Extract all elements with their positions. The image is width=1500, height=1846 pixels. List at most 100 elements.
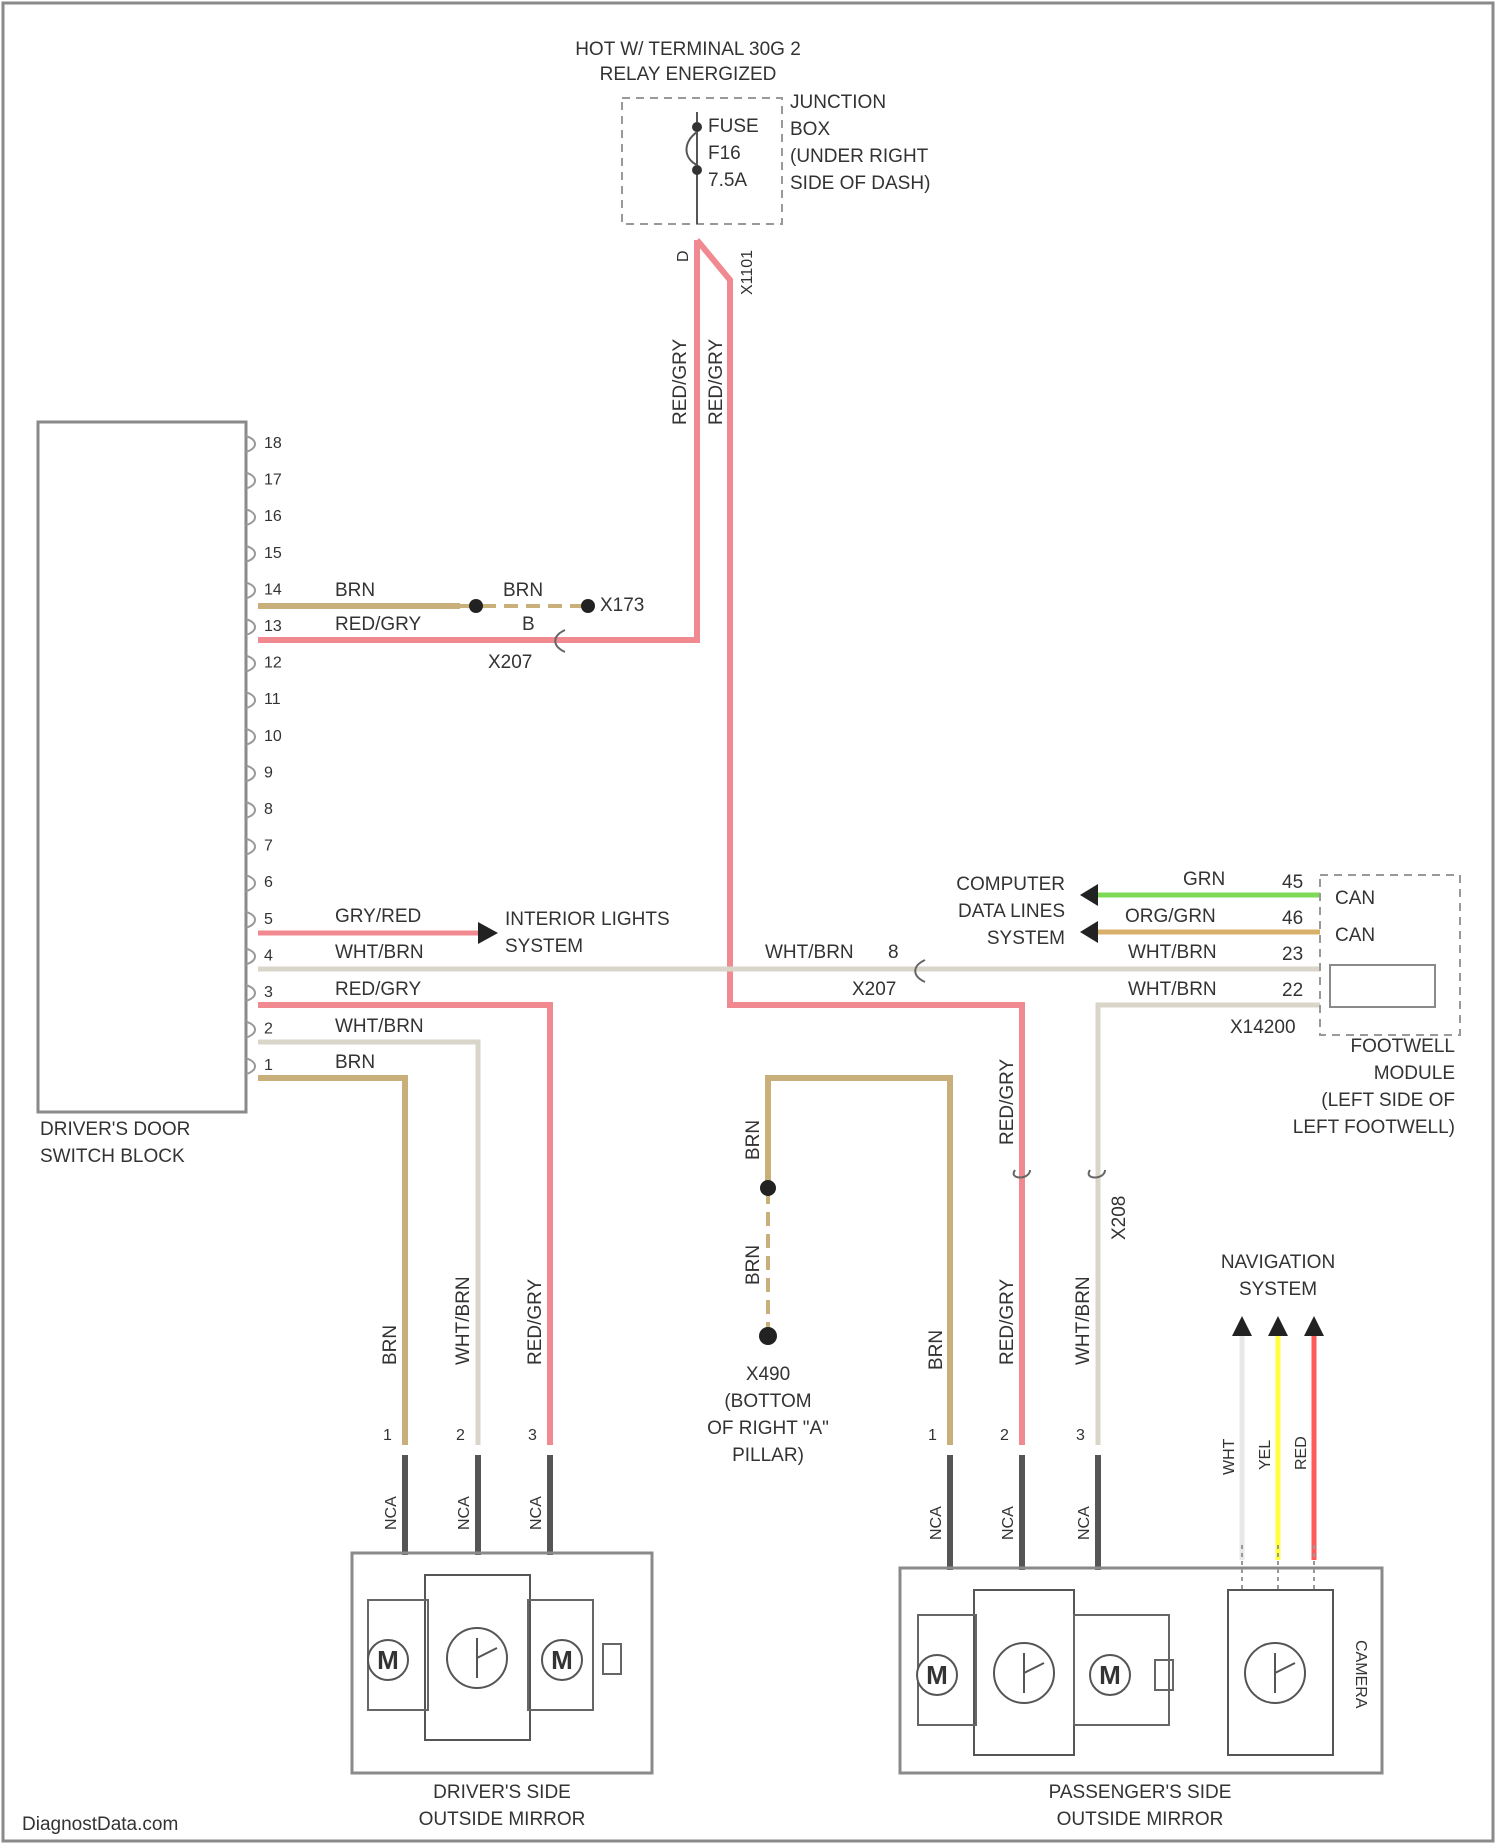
ground-label-3: OF RIGHT "A"	[707, 1418, 829, 1439]
can-arrow-grn	[1080, 884, 1098, 906]
footwell-pin-22: 22	[1282, 980, 1303, 1001]
pin-8-label: 8	[888, 942, 899, 963]
switch-pin-number: 1	[264, 1057, 273, 1074]
fuse-terminal-bottom	[692, 165, 702, 175]
label-brn-2: BRN	[503, 580, 543, 601]
mirror-pin-pass-3: 3	[1076, 1427, 1085, 1444]
footwell-name-4: LEFT FOOTWELL)	[1293, 1117, 1455, 1138]
x173-ground-dot	[581, 599, 595, 613]
computer-data-1: COMPUTER	[956, 874, 1065, 895]
fuse-terminal-top	[692, 122, 702, 132]
driver-switch-block	[38, 422, 246, 1112]
footwell-can-1: CAN	[1335, 888, 1375, 909]
mirror-pin-drv-3: 3	[528, 1427, 537, 1444]
x173-label: X173	[600, 595, 644, 616]
switch-pin-number: 11	[264, 691, 281, 708]
mirror-pin-pass-2: 2	[1000, 1427, 1009, 1444]
fuse-label-1: FUSE	[708, 116, 759, 137]
fuse-icon	[687, 132, 698, 165]
label-red-gry-trunk-2: RED/GRY	[706, 338, 727, 425]
wire-wht-brn-driver	[258, 1042, 478, 1445]
passenger-mirror-heater	[1155, 1660, 1173, 1690]
nca-pass-3: NCA	[1076, 1506, 1093, 1540]
wire-wht-brn-passenger	[1098, 1005, 1320, 1445]
switch-pin-number: 5	[264, 911, 273, 928]
footwell-pin-23: 23	[1282, 944, 1303, 965]
interior-lights-1: INTERIOR LIGHTS	[505, 909, 670, 930]
switch-pin-number: 16	[264, 508, 282, 525]
switch-pin-number: 9	[264, 764, 273, 781]
label-brn-ground-lower: BRN	[743, 1245, 764, 1285]
fuse-location-1: JUNCTION	[790, 92, 886, 113]
passenger-mirror-name-1: PASSENGER'S SIDE	[1049, 1782, 1232, 1803]
driver-motor-2-label: M	[551, 1645, 573, 1675]
label-red-gry-13: RED/GRY	[335, 614, 422, 635]
power-title-line2: RELAY ENERGIZED	[600, 64, 777, 85]
label-wht-brn-4: WHT/BRN	[335, 942, 424, 963]
watermark: DiagnostData.com	[22, 1814, 178, 1835]
label-wht-brn-2: WHT/BRN	[335, 1016, 424, 1037]
interior-lights-arrow	[478, 922, 498, 944]
footwell-internal	[1330, 965, 1435, 1007]
navigation-label-2: SYSTEM	[1239, 1279, 1317, 1300]
switch-pin-number: 14	[264, 581, 282, 598]
fuse-location-3: (UNDER RIGHT	[790, 146, 929, 167]
wire-red-gry-pin13	[258, 240, 697, 640]
wire-brn-driver	[258, 1078, 405, 1445]
wire-brn-ground	[768, 1078, 950, 1445]
label-brn-1: BRN	[335, 580, 375, 601]
label-red-gry-drv: RED/GRY	[525, 1278, 546, 1365]
label-wht-brn-fw23: WHT/BRN	[1128, 942, 1217, 963]
switch-pin-number: 7	[264, 838, 273, 855]
nca-pass-2: NCA	[1000, 1506, 1017, 1540]
passenger-mirror-outline	[900, 1568, 1382, 1773]
switch-pin-number: 13	[264, 618, 282, 635]
label-org-grn: ORG/GRN	[1125, 906, 1216, 927]
footwell-name-1: FOOTWELL	[1350, 1036, 1455, 1057]
pin-b-label: B	[522, 614, 535, 635]
switch-pin-number: 3	[264, 984, 273, 1001]
driver-switch-name-1: DRIVER'S DOOR	[40, 1119, 190, 1140]
label-wht-brn-fw22: WHT/BRN	[1128, 979, 1217, 1000]
x208-label: X208	[1109, 1196, 1130, 1240]
label-wht-brn-drv: WHT/BRN	[453, 1276, 474, 1365]
driver-mirror-heater	[603, 1644, 621, 1674]
footwell-pin-46: 46	[1282, 908, 1303, 929]
mirror-pin-pass-1: 1	[928, 1427, 937, 1444]
navigation-label-1: NAVIGATION	[1221, 1252, 1335, 1273]
ground-label-1: X490	[746, 1364, 790, 1385]
label-gry-red: GRY/RED	[335, 906, 421, 927]
label-yel-nav: YEL	[1257, 1440, 1274, 1470]
connector-x1101-label: X1101	[739, 250, 756, 295]
footwell-pin-45: 45	[1282, 872, 1303, 893]
mirror-pin-drv-2: 2	[456, 1427, 465, 1444]
passenger-motor-1-label: M	[926, 1660, 948, 1690]
driver-switch-name-2: SWITCH BLOCK	[40, 1146, 185, 1167]
label-wht-brn-mid: WHT/BRN	[765, 942, 854, 963]
fuse-label-2: F16	[708, 143, 741, 164]
nca-drv-2: NCA	[456, 1496, 473, 1530]
footwell-name-2: MODULE	[1374, 1063, 1455, 1084]
label-red-nav: RED	[1293, 1436, 1310, 1470]
label-red-gry-pass-upper: RED/GRY	[997, 1058, 1018, 1145]
label-red-gry-pass-lower: RED/GRY	[997, 1278, 1018, 1365]
switch-pin-number: 15	[264, 545, 282, 562]
computer-data-2: DATA LINES	[958, 901, 1065, 922]
switch-pin-number: 10	[264, 728, 282, 745]
x14200-label: X14200	[1230, 1017, 1296, 1038]
ground-splice-dot	[760, 1180, 776, 1196]
computer-data-3: SYSTEM	[987, 928, 1065, 949]
fuse-pin-label: D	[675, 250, 692, 262]
driver-mirror-name-2: OUTSIDE MIRROR	[419, 1809, 586, 1830]
label-brn-ground-upper: BRN	[743, 1120, 764, 1160]
switch-pin-number: 4	[264, 947, 273, 964]
can-arrow-org	[1080, 921, 1098, 943]
driver-switch-pins: 181716151413121110987654321	[246, 435, 282, 1074]
power-title-line1: HOT W/ TERMINAL 30G 2	[575, 39, 801, 60]
switch-pin-number: 2	[264, 1021, 273, 1038]
ground-label-4: PILLAR)	[732, 1445, 804, 1466]
nav-arrow-1	[1232, 1316, 1252, 1336]
x207-label-b: X207	[852, 979, 896, 1000]
interior-lights-2: SYSTEM	[505, 936, 583, 957]
